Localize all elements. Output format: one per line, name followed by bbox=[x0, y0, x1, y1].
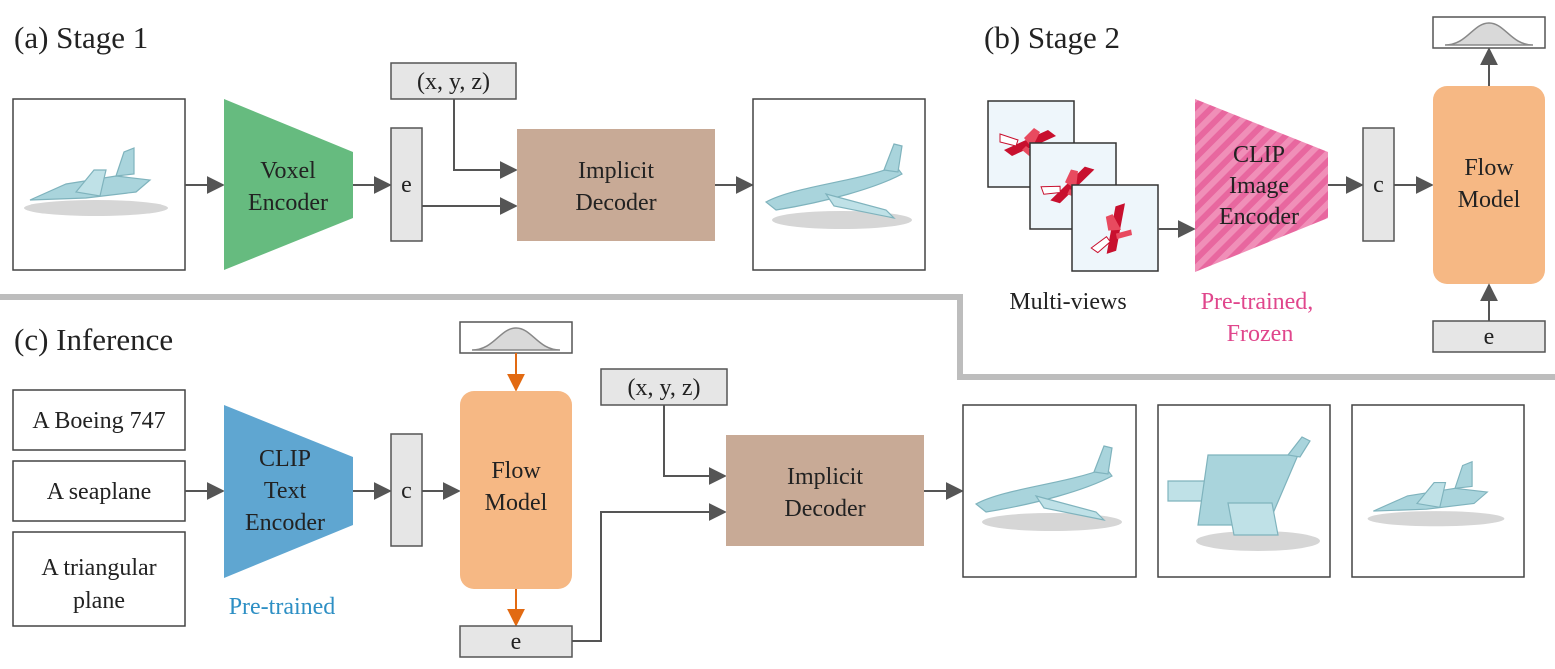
inference-coords-label: (x, y, z) bbox=[627, 375, 700, 401]
stage1-decoder-label-1: Implicit bbox=[578, 158, 654, 184]
section-divider bbox=[0, 294, 1555, 380]
inference-condition-box bbox=[390, 433, 423, 547]
inference-coords-box bbox=[600, 368, 728, 406]
stage1-title: (a) Stage 1 bbox=[14, 20, 148, 55]
clip-text-encoder-label-2: Text bbox=[264, 478, 307, 504]
clip-image-encoder-label-1: CLIP bbox=[1233, 142, 1285, 168]
clip-image-encoder-label-3: Encoder bbox=[1219, 204, 1299, 230]
inference-flow-label-1: Flow bbox=[491, 458, 541, 484]
stage2-title: (b) Stage 2 bbox=[984, 20, 1120, 55]
stage2-condition-label: c bbox=[1373, 172, 1384, 198]
clip-image-encoder-note-1: Pre-trained, bbox=[1201, 289, 1314, 315]
prompt-box-1 bbox=[12, 389, 186, 451]
clip-text-encoder-label-1: CLIP bbox=[259, 446, 311, 472]
voxel-encoder bbox=[224, 99, 353, 270]
inference-decoder-label-2: Decoder bbox=[784, 496, 865, 522]
prompt-text-2: A seaplane bbox=[47, 479, 152, 505]
inference-title: (c) Inference bbox=[14, 322, 173, 357]
arrow-coords-to-decoder-inference bbox=[663, 405, 727, 485]
clip-image-encoder-label-2: Image bbox=[1229, 173, 1289, 199]
prompt-text-3b: plane bbox=[73, 588, 125, 614]
voxel-encoder-label-1: Voxel bbox=[260, 158, 316, 184]
voxel-encoder-label-2: Encoder bbox=[248, 190, 328, 216]
arrow-coords-to-decoder bbox=[453, 99, 518, 179]
stage2-latent-label: e bbox=[1484, 324, 1495, 350]
stage1-coords-box bbox=[390, 62, 517, 100]
stage1-latent-label: e bbox=[401, 172, 412, 198]
prompt-box-2 bbox=[12, 460, 186, 522]
clip-image-encoder bbox=[1195, 99, 1328, 272]
stage2-flow-label-2: Model bbox=[1458, 187, 1521, 213]
clip-text-encoder bbox=[224, 405, 353, 578]
prompt-text-3a: A triangular bbox=[41, 555, 156, 581]
stage2-latent-box bbox=[1432, 320, 1546, 353]
inference-flow-model bbox=[460, 391, 572, 589]
inference-condition-label: c bbox=[401, 478, 412, 504]
inference-flow-label-2: Model bbox=[485, 490, 548, 516]
multiview-caption: Multi-views bbox=[1009, 289, 1126, 315]
stage1-coords-label: (x, y, z) bbox=[417, 69, 490, 95]
stage2-flow-model bbox=[1433, 86, 1545, 284]
stage2-flow-label-1: Flow bbox=[1464, 155, 1514, 181]
clip-text-encoder-note: Pre-trained bbox=[229, 594, 336, 620]
stage2-condition-box bbox=[1362, 127, 1395, 242]
prompt-box-3 bbox=[12, 531, 186, 627]
inference-implicit-decoder bbox=[726, 435, 924, 546]
stage1-implicit-decoder bbox=[517, 129, 715, 241]
stage1-decoder-label-2: Decoder bbox=[575, 190, 656, 216]
arrow-latent-to-decoder-inference bbox=[572, 503, 727, 642]
clip-image-encoder-note-2: Frozen bbox=[1227, 321, 1294, 347]
stage1-latent-box bbox=[390, 127, 423, 242]
clip-text-encoder-label-3: Encoder bbox=[245, 510, 325, 536]
inference-latent-label: e bbox=[511, 629, 522, 655]
inference-decoder-label-1: Implicit bbox=[787, 464, 863, 490]
prompt-text-1: A Boeing 747 bbox=[32, 408, 165, 434]
